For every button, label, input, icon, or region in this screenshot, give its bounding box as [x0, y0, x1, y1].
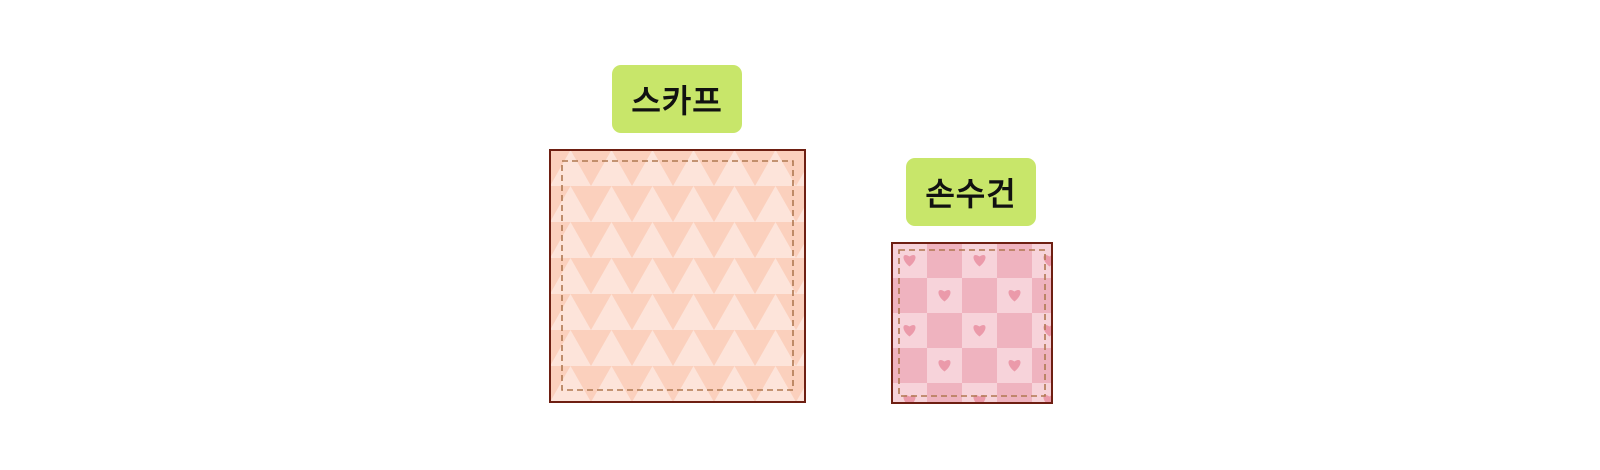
triangle-icon — [550, 366, 591, 402]
triangle-icon — [714, 186, 755, 222]
triangle-icon — [550, 330, 591, 366]
triangle-icon — [550, 294, 591, 330]
heart-icon — [973, 394, 986, 403]
check-square — [1032, 243, 1052, 278]
triangle-icon — [673, 366, 714, 402]
triangle-icon — [591, 294, 632, 330]
scarf-border — [549, 149, 806, 403]
heart-icon — [938, 289, 951, 302]
triangle-icon — [714, 150, 755, 186]
scarf-label: 스카프 — [612, 65, 742, 133]
handkerchief-label: 손수건 — [906, 158, 1036, 226]
stitch-line — [898, 249, 1046, 397]
triangle-icon — [591, 330, 632, 366]
triangle-icon — [796, 206, 805, 222]
triangle-icon — [550, 258, 591, 294]
heart-icon — [1008, 359, 1021, 372]
heart-icon — [903, 394, 916, 403]
heart-icon — [1043, 394, 1052, 403]
triangle-icon — [714, 366, 755, 402]
handkerchief-cloth — [891, 242, 1053, 404]
triangle-icon — [673, 330, 714, 366]
triangle-icon — [755, 186, 796, 222]
triangle-icon — [673, 150, 714, 186]
triangle-icon — [632, 330, 673, 366]
triangle-icon — [755, 150, 796, 186]
triangle-icon — [714, 294, 755, 330]
triangle-icon — [714, 330, 755, 366]
heart-icon — [973, 254, 986, 267]
triangle-icon — [591, 366, 632, 402]
triangle-icon — [755, 222, 796, 258]
triangle-icon — [755, 366, 796, 402]
triangle-icon — [755, 258, 796, 294]
triangle-pattern — [550, 150, 805, 402]
triangle-icon — [632, 222, 673, 258]
heart-icon — [903, 324, 916, 337]
triangle-icon — [591, 222, 632, 258]
triangle-icon — [714, 222, 755, 258]
handkerchief-border — [891, 242, 1053, 404]
check-square — [892, 383, 927, 403]
triangle-icon — [632, 150, 673, 186]
triangle-icon — [591, 258, 632, 294]
triangle-icon — [632, 258, 673, 294]
check-square — [962, 383, 997, 403]
triangle-icon — [796, 242, 805, 258]
triangle-icon — [550, 222, 591, 258]
triangle-icon — [755, 294, 796, 330]
triangle-icon — [673, 294, 714, 330]
check-square — [1032, 313, 1052, 348]
stitch-line — [561, 160, 794, 391]
heart-icon — [1008, 289, 1021, 302]
triangle-icon — [632, 186, 673, 222]
triangle-icon — [673, 258, 714, 294]
triangle-icon — [632, 294, 673, 330]
triangle-icon — [632, 366, 673, 402]
heart-icon — [973, 324, 986, 337]
triangle-icon — [591, 150, 632, 186]
triangle-icon — [755, 330, 796, 366]
triangle-icon — [550, 186, 591, 222]
triangle-icon — [591, 186, 632, 222]
triangle-icon — [714, 258, 755, 294]
heart-icon — [903, 254, 916, 267]
heart-icon — [938, 359, 951, 372]
heart-check-pattern — [892, 243, 1052, 403]
triangle-icon — [673, 222, 714, 258]
scarf-cloth — [549, 149, 806, 403]
triangle-icon — [796, 170, 805, 186]
triangle-icon — [673, 186, 714, 222]
triangle-icon — [550, 150, 591, 186]
